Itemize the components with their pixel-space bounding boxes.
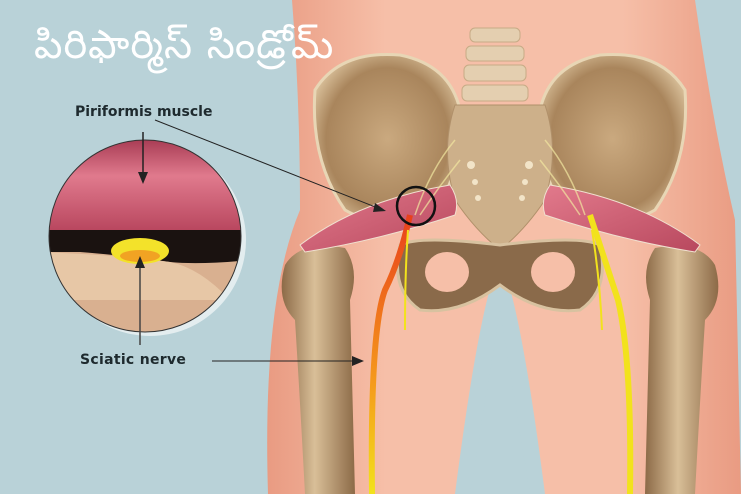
lumbar-spine xyxy=(461,27,529,102)
leg-gap xyxy=(470,310,530,494)
right-nerve-branch xyxy=(591,229,603,331)
left-nerve-branch xyxy=(404,229,409,331)
magnified-inset xyxy=(48,139,246,336)
highlight-circle xyxy=(395,185,437,227)
piriformis-muscle-label: Piriformis muscle xyxy=(75,104,213,120)
right-piriformis xyxy=(542,184,701,253)
right-sciatic-nerve xyxy=(587,214,634,494)
sciatic-nerve-label: Sciatic nerve xyxy=(80,352,187,368)
left-femur xyxy=(281,246,355,494)
page-title: పిరిఫార్మిస్ సిండ్రోమ్ xyxy=(34,22,335,68)
left-sciatic-nerve xyxy=(368,214,413,494)
piriformis-pointer-line xyxy=(154,119,384,211)
left-piriformis xyxy=(299,184,458,253)
right-femur xyxy=(645,246,719,494)
